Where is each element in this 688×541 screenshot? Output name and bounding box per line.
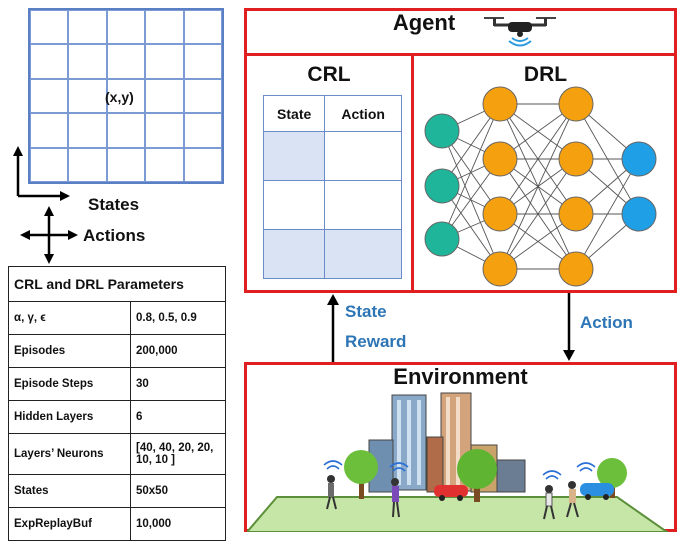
ground-plane [247, 496, 669, 532]
hidden-node [558, 86, 594, 122]
states-axis-label: States [88, 195, 140, 214]
param-name: α, γ, ϵ [8, 301, 131, 335]
output-node [621, 196, 657, 232]
agent-divider [244, 53, 677, 56]
car-red [434, 485, 468, 501]
city-scene-illustration [247, 392, 669, 532]
crl-box [244, 53, 414, 293]
state-grid [28, 8, 224, 184]
param-name: Episodes [8, 334, 131, 368]
tree-1 [344, 450, 378, 499]
input-node [424, 113, 460, 149]
param-name: ExpReplayBuf [8, 507, 131, 541]
car-blue [580, 483, 614, 500]
state-link-label: State [345, 302, 387, 321]
person-4 [566, 481, 579, 518]
q-table-state-header: State [262, 95, 326, 132]
table-row: Layers’ Neurons[40, 40, 20, 20, 10, 10 ] [8, 433, 226, 475]
input-node [424, 221, 460, 257]
hidden-node [558, 141, 594, 177]
network-edge [441, 103, 501, 240]
q-table-action-header: Action [324, 95, 402, 132]
parameters-table-title: CRL and DRL Parameters [8, 266, 226, 302]
output-node [621, 141, 657, 177]
hidden-node [482, 196, 518, 232]
environment-title: Environment [393, 364, 528, 389]
person-3 [543, 485, 555, 520]
param-value: 10,000 [130, 507, 226, 541]
network-edge [499, 103, 577, 270]
building-4 [426, 436, 444, 493]
hidden-node [558, 251, 594, 287]
crl-title: CRL [307, 63, 351, 86]
param-name: States [8, 474, 131, 508]
hidden-node [558, 196, 594, 232]
param-value: 0.8, 0.5, 0.9 [130, 301, 226, 335]
param-name: Layers’ Neurons [8, 433, 131, 475]
param-value: 50x50 [130, 474, 226, 508]
network-edge [499, 103, 577, 215]
building-6 [496, 459, 526, 493]
param-value: [40, 40, 20, 20, 10, 10 ] [130, 433, 226, 475]
param-value: 6 [130, 400, 226, 434]
param-value: 200,000 [130, 334, 226, 368]
tree-2 [457, 449, 497, 502]
q-table: State Action [262, 95, 402, 279]
signal-icon [323, 460, 596, 480]
table-row [262, 131, 402, 181]
agent-title: Agent [392, 10, 456, 35]
grid-cell-label: (x,y) [105, 89, 134, 105]
action-link-label: Action [580, 313, 633, 332]
actions-axis-label: Actions [83, 226, 146, 245]
table-row [262, 180, 402, 230]
person-2 [391, 478, 400, 518]
param-value: 30 [130, 367, 226, 401]
hidden-node [482, 141, 518, 177]
person-1 [326, 475, 337, 510]
neural-network [424, 86, 657, 287]
reward-link-label: Reward [345, 332, 407, 351]
input-node [424, 168, 460, 204]
network-edge [575, 158, 640, 270]
network-edge [499, 158, 577, 270]
drl-title: DRL [523, 63, 568, 86]
param-name: Episode Steps [8, 367, 131, 401]
hidden-node [482, 86, 518, 122]
table-row [262, 229, 402, 279]
hidden-node [482, 251, 518, 287]
drone-icon [484, 17, 556, 47]
param-name: Hidden Layers [8, 400, 131, 434]
